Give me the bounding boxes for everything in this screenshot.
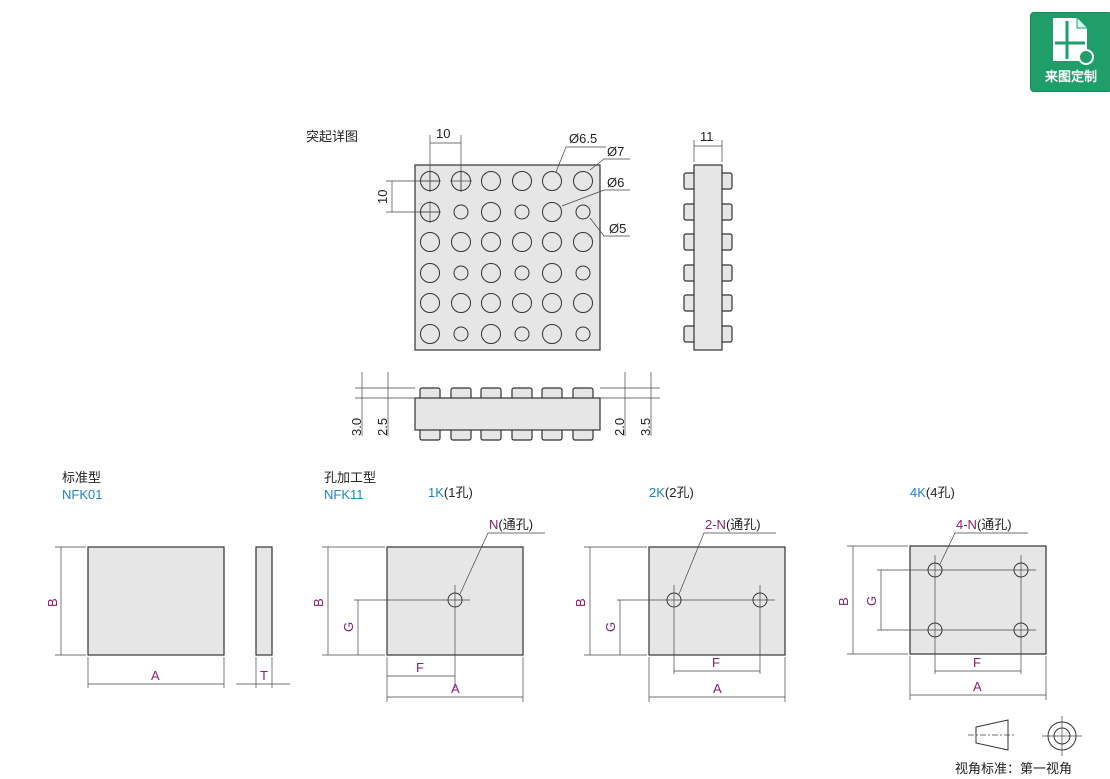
height-3-5-label: 3.5: [638, 418, 653, 436]
first-angle-projection-icon: [968, 716, 1082, 756]
holed-title: 孔加工型: [324, 470, 376, 485]
k1-hole-label: N(通孔): [489, 517, 533, 532]
protrusion: [481, 293, 501, 313]
protrusion: [453, 265, 469, 281]
k1-dim-b: B: [311, 598, 326, 607]
protrusion: [573, 293, 593, 313]
protrusion: [481, 263, 501, 283]
k2-title: 2K(2孔): [649, 485, 694, 500]
protrusion: [451, 293, 471, 313]
k1-dim-f: F: [416, 660, 424, 675]
k4-dim-f: F: [973, 655, 981, 670]
protrusion: [514, 326, 530, 342]
standard-title: 标准型: [62, 470, 101, 485]
protrusion: [514, 204, 530, 220]
diameter-5-label: Ø5: [609, 221, 626, 236]
diameter-6-label: Ø6: [607, 175, 624, 190]
height-2-0-label: 2.0: [612, 418, 627, 436]
k4-title: 4K(4孔): [910, 485, 955, 500]
k1-title: 1K(1孔): [428, 485, 473, 500]
k2-plate: [648, 546, 786, 656]
protrusion: [575, 204, 591, 220]
k2-dim-a: A: [713, 681, 722, 696]
protrusion: [542, 202, 562, 222]
protrusion: [481, 171, 501, 191]
protrusion: [542, 232, 562, 252]
pitch-x-label: 10: [436, 126, 450, 141]
standard-dim-b: B: [45, 598, 60, 607]
k4-dim-b: B: [836, 597, 851, 606]
protrusion: [420, 263, 440, 283]
protrusion: [420, 293, 440, 313]
k4-dim-g: G: [864, 596, 879, 606]
protrusion: [453, 326, 469, 342]
k2-dim-f: F: [712, 655, 720, 670]
k2-hole-label: 2-N(通孔): [705, 517, 761, 532]
protrusion: [453, 204, 469, 220]
detail-title: 突起详图: [306, 129, 358, 144]
protrusion: [573, 232, 593, 252]
custom-drawing-label: 来图定制: [1044, 69, 1097, 84]
side-view-plate: [693, 164, 723, 351]
height-2-5-label: 2.5: [375, 418, 390, 436]
custom-drawing-icon: [1053, 18, 1094, 65]
protrusion: [512, 293, 532, 313]
diameter-7-label: Ø7: [607, 144, 624, 159]
standard-plate-side: [255, 546, 273, 656]
protrusion: [512, 171, 532, 191]
k1-dim-a: A: [451, 681, 460, 696]
top-view-plate: [414, 164, 601, 351]
protrusion: [573, 171, 593, 191]
side-width-label: 11: [700, 129, 714, 144]
protrusion: [542, 171, 562, 191]
custom-drawing-badge[interactable]: 来图定制: [1030, 12, 1110, 92]
protrusion: [420, 232, 440, 252]
k4-dim-a: A: [973, 679, 982, 694]
protrusion: [481, 324, 501, 344]
protrusion: [514, 265, 530, 281]
protrusion: [542, 324, 562, 344]
protrusion: [542, 263, 562, 283]
k4-hole-label: 4-N(通孔): [956, 517, 1012, 532]
standard-plate: [87, 546, 225, 656]
protrusion: [512, 232, 532, 252]
standard-dim-t: T: [260, 668, 268, 683]
k2-dim-b: B: [573, 598, 588, 607]
protrusion: [481, 232, 501, 252]
protrusion: [451, 232, 471, 252]
protrusion: [420, 324, 440, 344]
protrusion: [481, 202, 501, 222]
holed-code: NFK11: [324, 487, 364, 502]
pitch-y-label: 10: [375, 190, 390, 204]
standard-dim-a: A: [151, 668, 160, 683]
projection-label: 视角标准：第一视角: [955, 761, 1072, 776]
height-3-0-label: 3.0: [349, 418, 364, 436]
protrusion: [575, 265, 591, 281]
protrusion: [575, 326, 591, 342]
k1-dim-g: G: [341, 622, 356, 632]
diameter-6-5-label: Ø6.5: [569, 131, 597, 146]
standard-code: NFK01: [62, 487, 102, 502]
front-view-plate: [414, 397, 601, 431]
protrusion: [542, 293, 562, 313]
k2-dim-g: G: [603, 622, 618, 632]
k4-plate: [909, 545, 1047, 655]
